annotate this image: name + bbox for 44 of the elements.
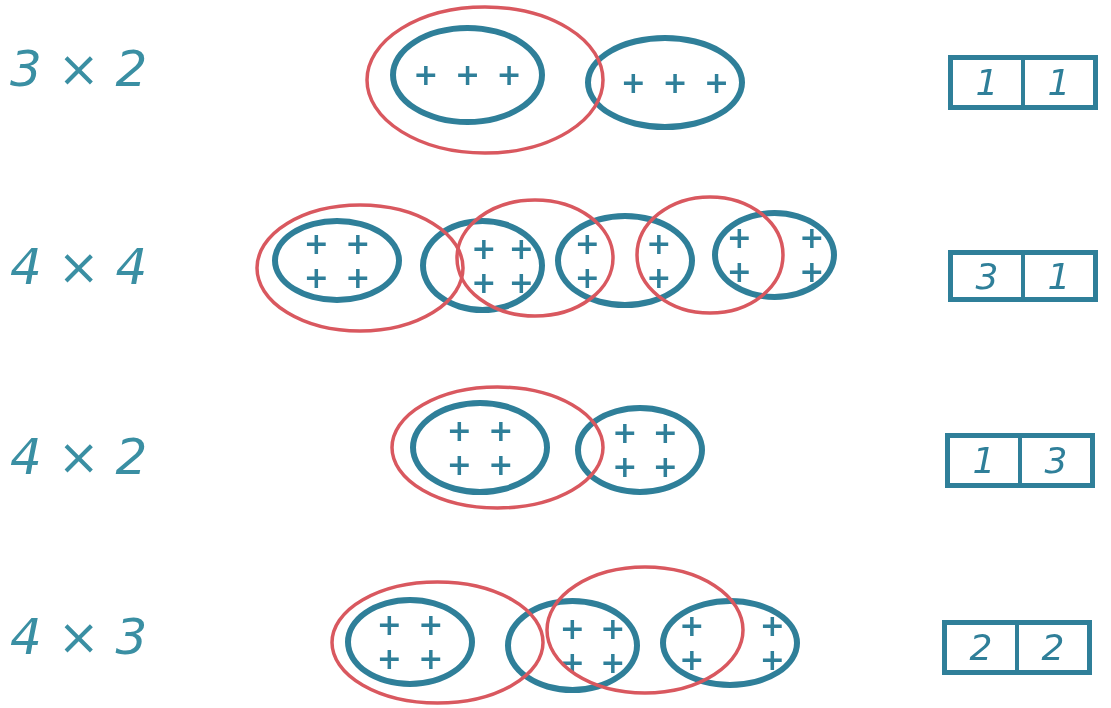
multiplication-label: 4 × 4 bbox=[10, 238, 148, 296]
result-cell: 3 bbox=[1020, 436, 1092, 485]
plus-signs: + + + bbox=[619, 65, 731, 100]
result-table bbox=[945, 433, 1095, 488]
multiplication-label: 3 × 2 bbox=[10, 40, 148, 98]
group-oval bbox=[345, 597, 475, 687]
multiplication-label: 4 × 2 bbox=[10, 428, 148, 486]
result-cell: 2 bbox=[1017, 623, 1089, 672]
result-cell: 3 bbox=[951, 253, 1023, 299]
group-oval bbox=[505, 598, 640, 693]
group-oval bbox=[410, 400, 550, 495]
result-table bbox=[948, 250, 1098, 302]
group-oval bbox=[272, 218, 402, 303]
plus-signs: + + + + bbox=[302, 226, 372, 295]
group-oval bbox=[712, 210, 837, 300]
grouping-oval bbox=[255, 203, 465, 333]
plus-signs: + + + + bbox=[678, 609, 786, 677]
result-cell: 1 bbox=[1023, 253, 1095, 299]
group-oval bbox=[660, 598, 800, 688]
grouping-oval bbox=[365, 5, 605, 155]
grouping-oval bbox=[545, 565, 745, 695]
result-cell: 2 bbox=[945, 623, 1017, 672]
grouping-oval bbox=[330, 580, 545, 705]
multiplication-label: 4 × 3 bbox=[10, 608, 148, 666]
group-oval bbox=[575, 405, 705, 495]
group-oval bbox=[585, 35, 745, 130]
plus-signs: + + + + bbox=[573, 226, 673, 295]
grouping-oval bbox=[390, 385, 605, 510]
result-cell: 1 bbox=[951, 58, 1023, 107]
plus-signs: + + + + bbox=[470, 231, 535, 300]
grouping-oval bbox=[635, 195, 785, 315]
result-table bbox=[948, 55, 1098, 110]
group-oval bbox=[420, 218, 545, 313]
result-cell: 1 bbox=[1023, 58, 1095, 107]
result-cell: 1 bbox=[948, 436, 1020, 485]
plus-signs: + + + + bbox=[375, 608, 445, 676]
result-table bbox=[942, 620, 1092, 675]
plus-signs: + + + bbox=[412, 58, 523, 92]
plus-signs: + + + + bbox=[725, 221, 826, 289]
group-oval bbox=[390, 25, 545, 125]
plus-signs: + + + + bbox=[611, 416, 679, 484]
grouping-oval bbox=[455, 198, 615, 318]
group-oval bbox=[555, 213, 695, 308]
plus-signs: + + + + bbox=[445, 413, 515, 482]
